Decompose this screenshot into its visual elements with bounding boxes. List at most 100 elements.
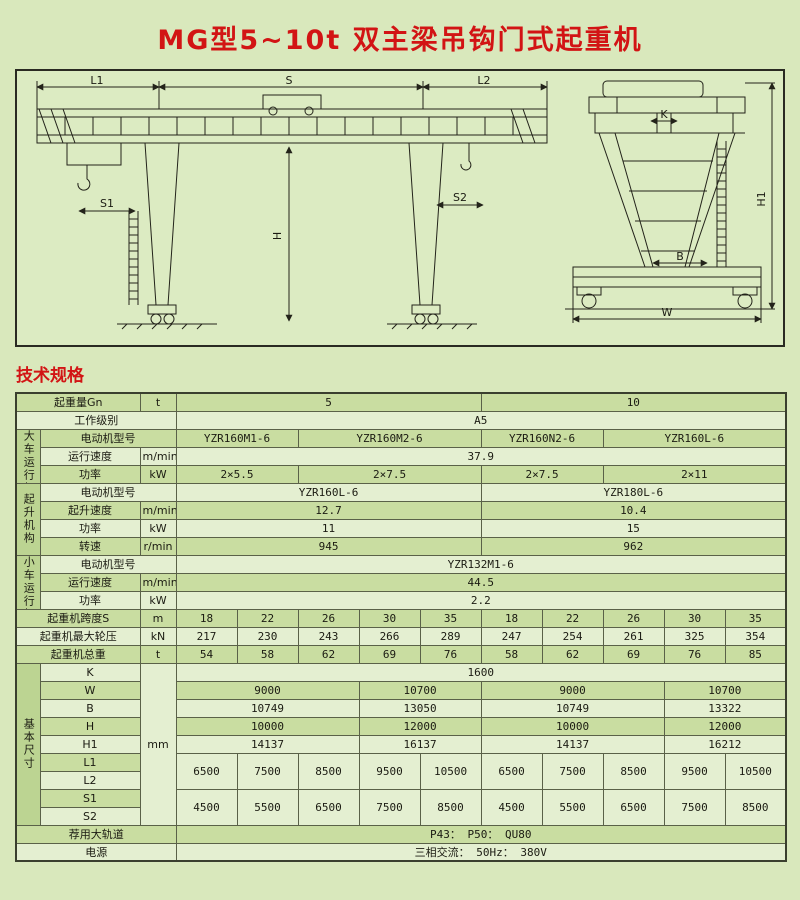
table-row: 运行速度 m/min 37.9 [16, 446, 787, 466]
table-row: 起重机总重 t 54 58 62 69 76 58 62 69 76 85 [15, 644, 787, 664]
girder-section-right [670, 112, 734, 134]
spec-cell: 16137 [358, 734, 482, 754]
spec-cell: 62 [541, 644, 604, 664]
table-row: H 10000 12000 10000 12000 [16, 716, 787, 736]
trolley-wheel [268, 106, 278, 116]
girder-chords [37, 116, 547, 136]
table-row: 起重量Gn t 5 10 [15, 392, 787, 412]
hoist-unit [66, 142, 122, 166]
wheel-block [732, 286, 758, 296]
wheel-load-label: 起重机最大轮压 [15, 626, 141, 646]
spec-cell: 12000 [663, 716, 787, 736]
spec-cell: 7500 [358, 788, 421, 826]
dim-l2-label: L2 [39, 770, 141, 790]
table-row: 工作级别 A5 [15, 410, 787, 430]
spec-cell: 243 [297, 626, 360, 646]
left-bogie [147, 304, 177, 315]
hoist-speed-label: 起升速度 [39, 500, 141, 520]
spec-cell: 6500 [602, 788, 665, 826]
spec-cell: 85 [724, 644, 787, 664]
table-row: 大车运行机构 电动机型号 YZR160M1-6 YZR160M2-6 YZR16… [15, 428, 787, 484]
spec-cell: 5500 [236, 788, 299, 826]
spec-cell: 76 [663, 644, 726, 664]
spec-cell: 35 [419, 608, 482, 628]
spec-cell: 4500 [480, 788, 543, 826]
spec-cell: 10700 [358, 680, 482, 700]
spec-cell: YZR160M1-6 [175, 428, 299, 448]
spec-cell: YZR132M1-6 [175, 554, 787, 574]
big-travel-motor-label: 电动机型号 [39, 428, 177, 448]
spec-cell: 16212 [663, 734, 787, 754]
spec-cell: 10500 [419, 752, 482, 790]
hoist-rpm-unit: r/min [139, 536, 177, 556]
hoist-group-label: 起升机构 [22, 493, 36, 545]
trolley-crab [262, 94, 322, 110]
span-label: 起重机跨度S [15, 608, 141, 628]
total-weight-unit: t [139, 644, 177, 664]
spec-cell: 12.7 [175, 500, 482, 520]
hoist-motor-label: 电动机型号 [39, 482, 177, 502]
spec-cell: 13050 [358, 698, 482, 718]
spec-cell: 6500 [297, 788, 360, 826]
total-weight-label: 起重机总重 [15, 644, 141, 664]
power-supply-value: 三相交流： 50Hz： 380V [175, 842, 787, 862]
table-row: 起升速度 m/min 12.7 10.4 [16, 500, 787, 520]
leg-braces [623, 160, 713, 252]
spec-cell: 76 [419, 644, 482, 664]
table-row: L1 6500 7500 8500 9500 10500 6500 7500 8… [16, 752, 787, 790]
table-row: 小车运行机构 电动机型号 YZR132M1-6 [15, 554, 787, 610]
table-row: 荐用大轨道 P43： P50： QU80 [15, 824, 787, 844]
table-row: 功率 kW 11 15 [16, 518, 787, 538]
spec-cell: 10749 [480, 698, 665, 718]
spec-cell: 37.9 [175, 446, 787, 466]
big-travel-group-label: 大车运行机构 [22, 430, 36, 483]
spec-cell: 69 [602, 644, 665, 664]
dim-label-h1: H1 [755, 191, 768, 206]
spec-cell: 261 [602, 626, 665, 646]
crane-wheel [150, 313, 162, 325]
side-ladder [716, 141, 727, 267]
spec-cell: 247 [480, 626, 543, 646]
drawing-box: L1 S L2 S1 S2 H [15, 69, 785, 347]
trolley-group-label: 小车运行机构 [22, 556, 36, 609]
capacity-5t: 5 [175, 392, 482, 412]
duty-value: A5 [175, 410, 787, 430]
big-travel-power-label: 功率 [39, 464, 141, 484]
trolley-motor-label: 电动机型号 [39, 554, 177, 574]
wheel-block [576, 286, 602, 296]
crane-side-view [565, 80, 776, 323]
crane-wheel [163, 313, 175, 325]
hoist-rpm-label: 转速 [39, 536, 141, 556]
dim-label-s: S [286, 74, 293, 87]
power-supply-label: 电源 [15, 842, 177, 862]
spec-cell: 12000 [358, 716, 482, 736]
capacity-10t: 10 [480, 392, 787, 412]
spec-cell: 217 [175, 626, 238, 646]
spec-cell: 9500 [663, 752, 726, 790]
big-travel-power-unit: kW [139, 464, 177, 484]
rail-label: 荐用大轨道 [15, 824, 177, 844]
spec-cell: 10749 [175, 698, 360, 718]
spec-cell: 10500 [724, 752, 787, 790]
table-row: S1 4500 5500 6500 7500 8500 4500 5500 65… [16, 788, 787, 826]
spec-cell: 7500 [663, 788, 726, 826]
spec-cell: 2.2 [175, 590, 787, 610]
crane-wheel [414, 313, 426, 325]
dim-s2-label: S2 [39, 806, 141, 826]
spec-cell: 10000 [175, 716, 360, 736]
crane-wheel [737, 293, 753, 309]
spec-cell: 2×11 [602, 464, 787, 484]
spec-cell: 962 [480, 536, 787, 556]
spec-cell: 2×5.5 [175, 464, 299, 484]
spec-cell: 8500 [419, 788, 482, 826]
big-travel-speed-label: 运行速度 [39, 446, 141, 466]
dim-label-l2: L2 [477, 74, 490, 87]
trolley-wheel [304, 106, 314, 116]
leg-ladder [128, 211, 139, 305]
table-row: W 9000 10700 9000 10700 [16, 680, 787, 700]
capacity-label: 起重量Gn [15, 392, 141, 412]
spec-cell: 14137 [480, 734, 665, 754]
table-row: 电源 三相交流： 50Hz： 380V [15, 842, 787, 862]
right-hook [460, 143, 472, 171]
crane-front-view [36, 81, 548, 330]
